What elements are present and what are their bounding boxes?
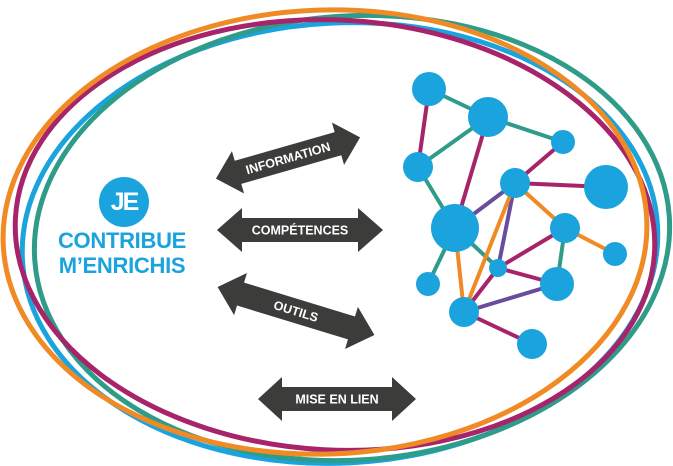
outer-ellipse-teal: [31, 12, 673, 464]
arrow-competences: COMPÉTENCES: [217, 208, 383, 252]
network-node: [468, 97, 508, 137]
network-node: [517, 329, 547, 359]
network-node: [412, 72, 446, 106]
arrow-information: INFORMATION: [215, 122, 361, 194]
network-node: [449, 297, 479, 327]
network-node: [603, 242, 627, 266]
arrow-mise-en-lien-label: MISE EN LIEN: [295, 393, 378, 407]
arrow-outils: OUTILS: [217, 273, 375, 349]
contribue-text: CONTRIBUE: [57, 228, 187, 253]
network-node: [431, 204, 479, 252]
je-badge: JE: [99, 177, 149, 227]
network-nodes: [403, 72, 628, 359]
network-node: [540, 267, 574, 301]
network-node: [416, 272, 440, 296]
network-node: [500, 168, 530, 198]
arrow-competences-label: COMPÉTENCES: [252, 223, 349, 238]
network-node: [403, 152, 433, 182]
network-node: [584, 165, 628, 209]
network-node: [551, 130, 575, 154]
network-edge: [462, 181, 517, 314]
network-node: [550, 213, 580, 243]
outer-ellipse-orange: [0, 7, 650, 457]
network-node: [489, 259, 507, 277]
outer-ellipse-purple: [12, 17, 658, 453]
enrichis-text: M’ENRICHIS: [58, 253, 186, 278]
arrow-mise-en-lien: MISE EN LIEN: [258, 377, 416, 421]
